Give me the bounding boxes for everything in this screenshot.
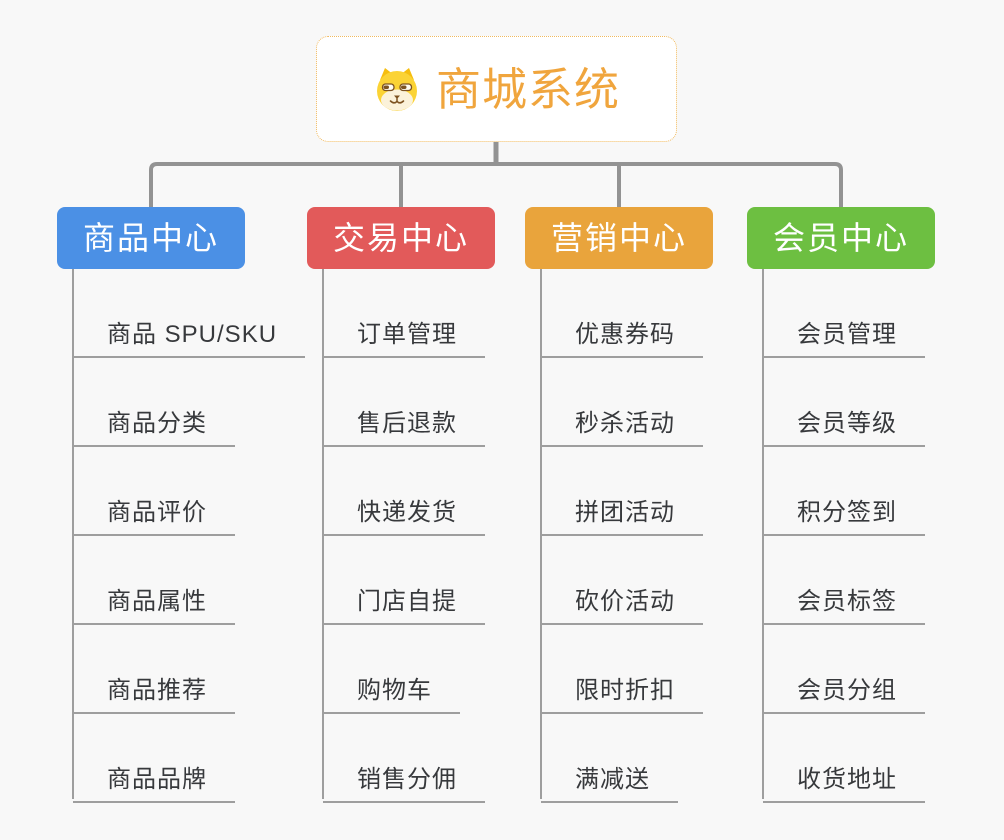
subtopic-row: 商品属性 [57, 536, 307, 625]
branch-children: 商品 SPU/SKU 商品分类 商品评价 商品属性 商品推荐 商品品牌 [57, 269, 307, 803]
subtopic[interactable]: 会员管理 [763, 321, 925, 358]
subtopic[interactable]: 秒杀活动 [541, 410, 703, 447]
subtopic[interactable]: 售后退款 [323, 410, 485, 447]
subtopic-row: 会员管理 [747, 269, 997, 358]
subtopic-row: 会员分组 [747, 625, 997, 714]
branch-topic-trade[interactable]: 交易中心 [307, 207, 495, 269]
branch-topic-label: 交易中心 [332, 220, 469, 256]
branch-topic-label: 会员中心 [772, 220, 909, 256]
subtopic-row: 商品分类 [57, 358, 307, 447]
subtopic[interactable]: 收货地址 [763, 766, 925, 803]
subtopic[interactable]: 商品分类 [73, 410, 235, 447]
subtopic[interactable]: 商品评价 [73, 499, 235, 536]
subtopic-row: 订单管理 [307, 269, 557, 358]
subtopic[interactable]: 优惠券码 [541, 321, 703, 358]
branch-trunk-line [762, 269, 764, 799]
subtopic[interactable]: 商品品牌 [73, 766, 235, 803]
branch-topic-label: 营销中心 [550, 220, 687, 256]
subtopic-row: 拼团活动 [525, 447, 775, 536]
subtopic[interactable]: 商品 SPU/SKU [73, 321, 306, 358]
subtopic[interactable]: 会员等级 [763, 410, 925, 447]
branch-trunk-line [540, 269, 542, 799]
subtopic[interactable]: 购物车 [323, 677, 460, 714]
subtopic-row: 优惠券码 [525, 269, 775, 358]
subtopic-row: 会员等级 [747, 358, 997, 447]
branch-topic-product[interactable]: 商品中心 [57, 207, 245, 269]
subtopic-row: 收货地址 [747, 714, 997, 803]
subtopic[interactable]: 快递发货 [323, 499, 485, 536]
branch-topic-label: 商品中心 [82, 220, 219, 256]
subtopic[interactable]: 门店自提 [323, 588, 485, 625]
root-topic-label: 商城系统 [435, 63, 620, 115]
dog-face-icon [373, 66, 421, 112]
subtopic-row: 满减送 [525, 714, 775, 803]
branch-trade-center: 交易中心 订单管理 售后退款 快递发货 门店自提 购物车 销售分佣 [307, 207, 495, 803]
subtopic[interactable]: 积分签到 [763, 499, 925, 536]
branch-topic-member[interactable]: 会员中心 [747, 207, 935, 269]
branch-member-center: 会员中心 会员管理 会员等级 积分签到 会员标签 会员分组 收货地址 [747, 207, 935, 803]
branch-children: 会员管理 会员等级 积分签到 会员标签 会员分组 收货地址 [747, 269, 997, 803]
subtopic-row: 积分签到 [747, 447, 997, 536]
subtopic-row: 限时折扣 [525, 625, 775, 714]
subtopic[interactable]: 满减送 [541, 766, 678, 803]
branch-children: 订单管理 售后退款 快递发货 门店自提 购物车 销售分佣 [307, 269, 557, 803]
branch-product-center: 商品中心 商品 SPU/SKU 商品分类 商品评价 商品属性 商品推荐 商品品牌 [57, 207, 306, 803]
subtopic[interactable]: 商品推荐 [73, 677, 235, 714]
subtopic-row: 商品 SPU/SKU [57, 269, 307, 358]
subtopic-row: 门店自提 [307, 536, 557, 625]
branch-marketing-center: 营销中心 优惠券码 秒杀活动 拼团活动 砍价活动 限时折扣 满减送 [525, 207, 713, 803]
subtopic-row: 快递发货 [307, 447, 557, 536]
subtopic[interactable]: 订单管理 [323, 321, 485, 358]
subtopic-row: 会员标签 [747, 536, 997, 625]
subtopic-row: 秒杀活动 [525, 358, 775, 447]
subtopic[interactable]: 砍价活动 [541, 588, 703, 625]
subtopic-row: 售后退款 [307, 358, 557, 447]
subtopic-row: 砍价活动 [525, 536, 775, 625]
subtopic[interactable]: 会员分组 [763, 677, 925, 714]
subtopic-row: 销售分佣 [307, 714, 557, 803]
branch-children: 优惠券码 秒杀活动 拼团活动 砍价活动 限时折扣 满减送 [525, 269, 775, 803]
subtopic[interactable]: 限时折扣 [541, 677, 703, 714]
subtopic[interactable]: 拼团活动 [541, 499, 703, 536]
subtopic-row: 商品推荐 [57, 625, 307, 714]
subtopic-row: 商品评价 [57, 447, 307, 536]
subtopic[interactable]: 商品属性 [73, 588, 235, 625]
subtopic[interactable]: 会员标签 [763, 588, 925, 625]
subtopic-row: 购物车 [307, 625, 557, 714]
subtopic-row: 商品品牌 [57, 714, 307, 803]
branch-trunk-line [72, 269, 74, 799]
branch-topic-marketing[interactable]: 营销中心 [525, 207, 713, 269]
subtopic[interactable]: 销售分佣 [323, 766, 485, 803]
branch-trunk-line [322, 269, 324, 799]
root-topic[interactable]: 商城系统 [316, 36, 677, 142]
